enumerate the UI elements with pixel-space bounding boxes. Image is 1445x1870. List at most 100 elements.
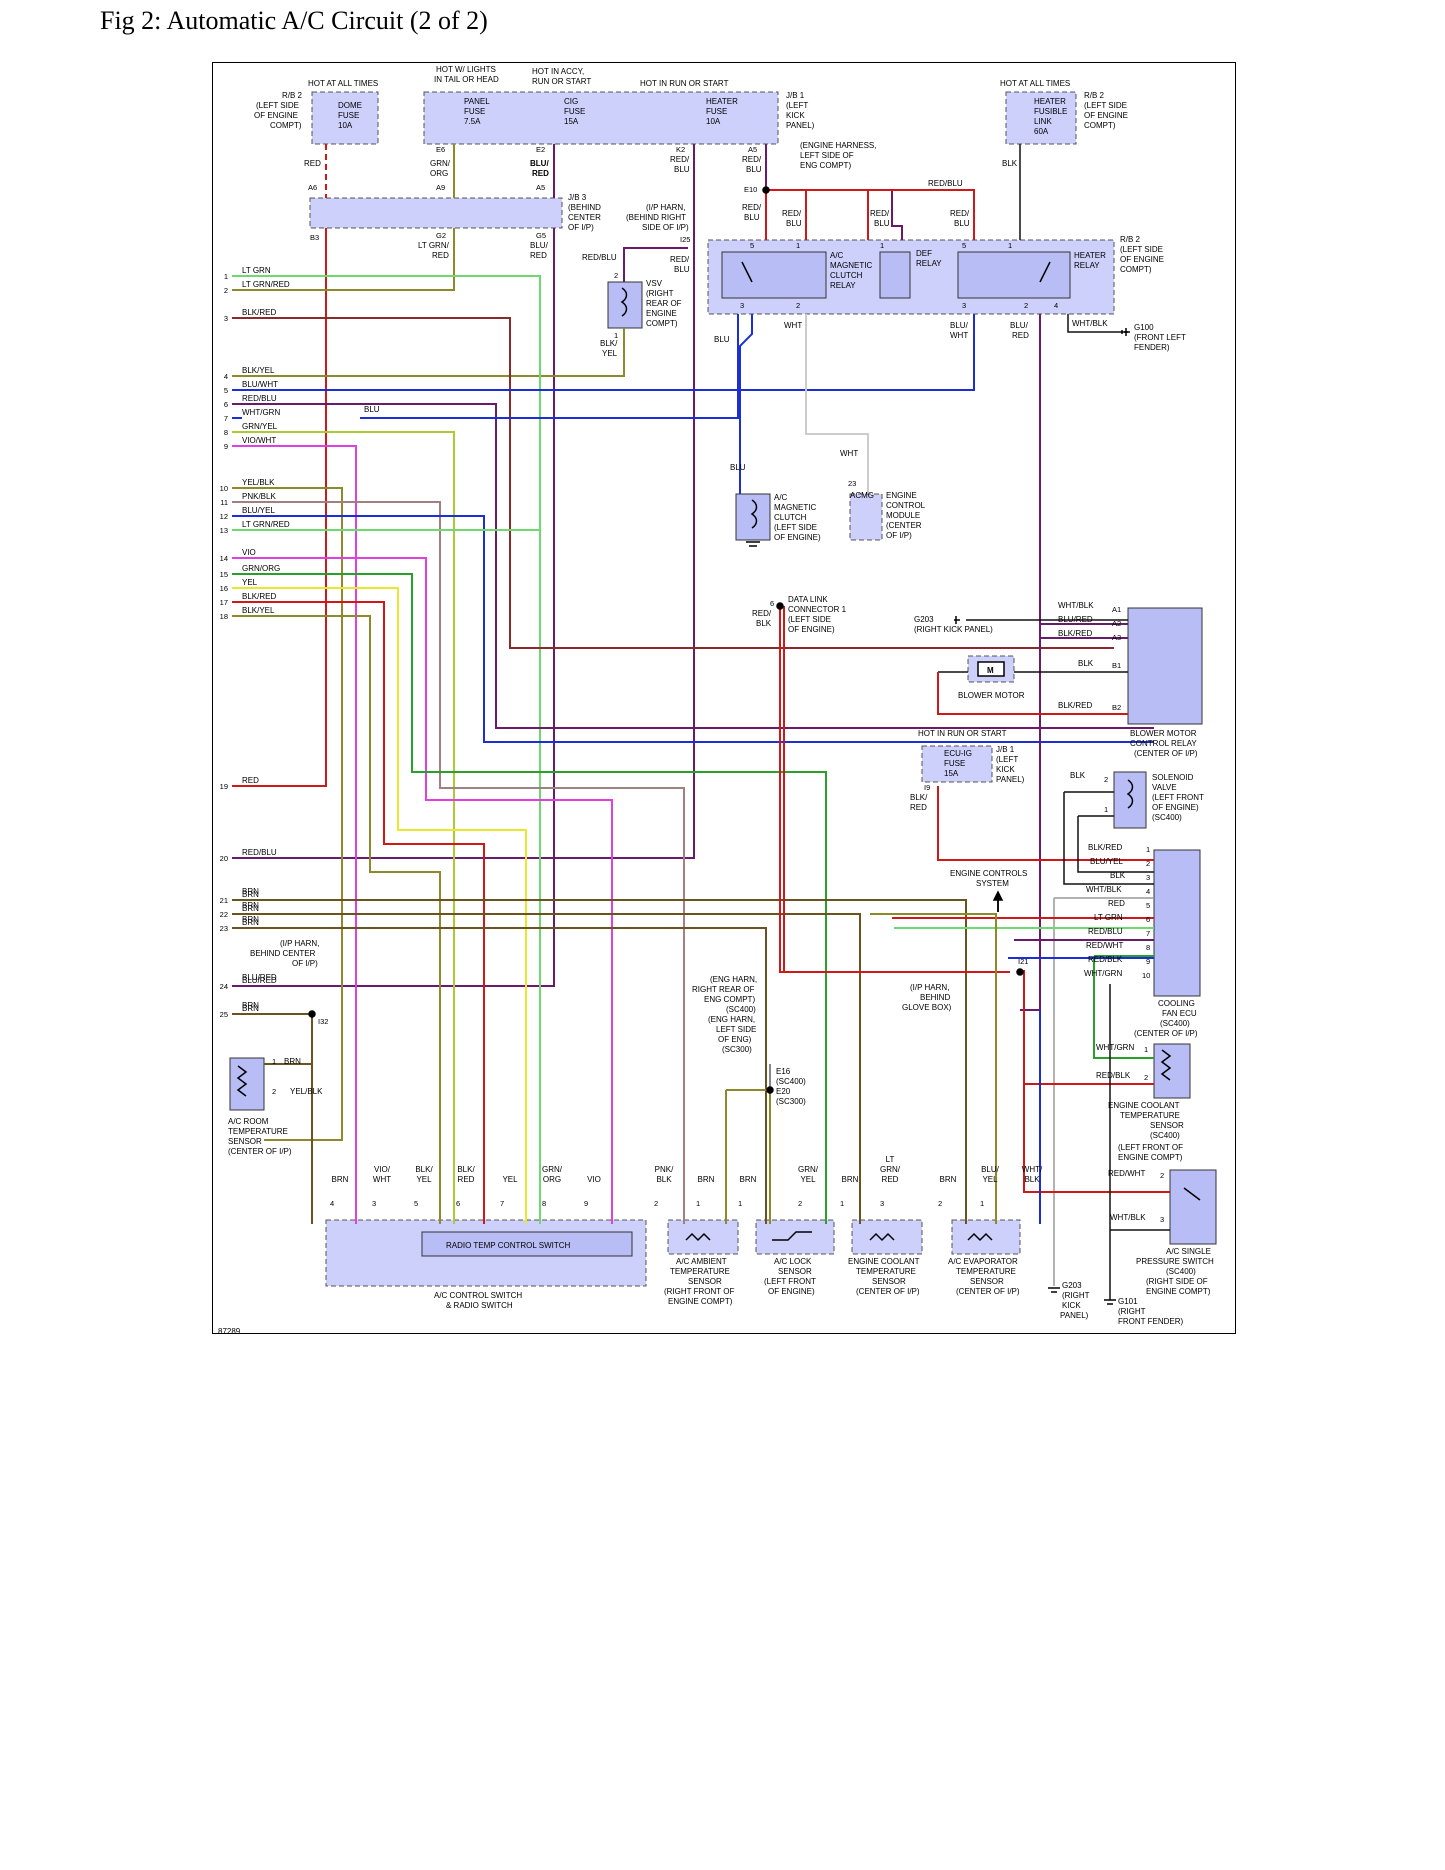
switch-wire-label: BRN xyxy=(332,1175,349,1184)
wl-vsv-blk-1: YEL xyxy=(602,349,618,358)
panel-0: PANEL xyxy=(464,97,490,106)
hfl-0: HEATER xyxy=(1034,97,1066,106)
wl-fan-5: RED xyxy=(1108,899,1125,908)
ectb-0: ENGINE COOLANT xyxy=(848,1257,920,1266)
hot-all-right: HOT AT ALL TIMES xyxy=(1000,79,1070,88)
splice-i21 xyxy=(1016,968,1024,976)
dlc-3: OF ENGINE) xyxy=(788,625,835,634)
acrelay-1: MAGNETIC xyxy=(830,261,872,270)
sensor-wire-label: BLU/ xyxy=(981,1165,1000,1174)
left-pin-number: 7 xyxy=(224,414,228,423)
wl-room-2: YEL/BLK xyxy=(290,1087,323,1096)
wl-fan-4: WHT/BLK xyxy=(1086,885,1122,894)
wl-b2: BLK/RED xyxy=(1058,701,1092,710)
g203-top-0: G203 xyxy=(914,615,934,624)
ehn-2: ENG COMPT) xyxy=(704,995,755,1004)
hot-run-start-2: HOT IN RUN OR START xyxy=(918,729,1007,738)
wl-brn-22: BRN xyxy=(242,901,259,910)
wl-bw-1: WHT xyxy=(950,331,968,340)
press-0: A/C SINGLE xyxy=(1166,1247,1211,1256)
sensor-wire-pin: 3 xyxy=(880,1199,884,1208)
splice-e10 xyxy=(762,186,770,194)
thermistor-ect-icon xyxy=(1160,1049,1172,1081)
panel-1: FUSE xyxy=(464,107,485,116)
cig-0: CIG xyxy=(564,97,578,106)
mp-fan-8: 8 xyxy=(1146,943,1150,952)
eng-harn-1: LEFT SIDE OF xyxy=(800,151,854,160)
wl-fan-6: LT GRN xyxy=(1094,913,1123,922)
conn-6: 6 xyxy=(770,599,774,608)
jb3-3: OF I/P) xyxy=(568,223,594,232)
sensor-wire-pin: 2 xyxy=(938,1199,942,1208)
left-pin-number: 20 xyxy=(220,854,228,863)
ectb-1: TEMPERATURE xyxy=(856,1267,916,1276)
rb2-left-2: OF ENGINE xyxy=(254,111,298,120)
mp-fan-9: 9 xyxy=(1146,957,1150,966)
rp-1a: 1 xyxy=(796,241,800,250)
wl-red-a6: RED xyxy=(304,159,321,168)
sensor-wire-label: YEL xyxy=(982,1175,998,1184)
left-pin-number: 6 xyxy=(224,400,228,409)
ect-3: (SC400) xyxy=(1150,1131,1180,1140)
acrelay-3: RELAY xyxy=(830,281,856,290)
ect-4: (LEFT FRONT OF xyxy=(1118,1143,1183,1152)
sol-2: (LEFT FRONT xyxy=(1152,793,1204,802)
mp-vsv-1: 1 xyxy=(614,331,618,340)
left-pin-number: 5 xyxy=(224,386,228,395)
heater-fuse-1: FUSE xyxy=(706,107,727,116)
relay-switch-icon xyxy=(741,261,1201,1201)
hot-lights-2: IN TAIL OR HEAD xyxy=(434,75,499,84)
hfl-3: 60A xyxy=(1034,127,1049,136)
sensor-wire-pin: 2 xyxy=(798,1199,802,1208)
room-2: SENSOR xyxy=(228,1137,262,1146)
rb2-rt-2: OF ENGINE xyxy=(1084,111,1128,120)
rp-4: 4 xyxy=(1054,301,1058,310)
mp-fan-6: 6 xyxy=(1146,915,1150,924)
g101-1: (RIGHT xyxy=(1118,1307,1146,1316)
motor-icon xyxy=(977,661,1005,677)
ecm-3: (CENTER xyxy=(886,521,922,530)
wl-bw-0: BLU/ xyxy=(950,321,969,330)
vsv-0: VSV xyxy=(646,279,663,288)
wire-routing xyxy=(232,144,1170,1300)
wl-room-1: BRN xyxy=(284,1057,301,1066)
ect-bottom-box xyxy=(851,1219,923,1255)
wl-grn-org-0: GRN/ xyxy=(430,159,451,168)
switch-wire-pin: 4 xyxy=(330,1199,334,1208)
ipc-0: (I/P HARN, xyxy=(280,939,319,948)
conn-i21: I21 xyxy=(1018,957,1028,966)
lock-0: A/C LOCK xyxy=(774,1257,812,1266)
component-boxes xyxy=(229,91,1217,1287)
switch-wire-pin: 5 xyxy=(414,1199,418,1208)
switch-wire-labels: BRN4VIO/WHT3BLK/YEL5BLK/RED6YEL7GRN/ORG8… xyxy=(330,1165,601,1208)
blower-relay-0: BLOWER MOTOR xyxy=(1130,729,1197,738)
dlc-0: DATA LINK xyxy=(788,595,828,604)
wl-wht-ecm: WHT xyxy=(840,449,858,458)
left-pin-wire-label: LT GRN/RED xyxy=(242,280,290,289)
eng-harn-2: ENG COMPT) xyxy=(800,161,851,170)
conn-a5-jb3: A5 xyxy=(536,183,545,192)
ambient-sensor-box xyxy=(667,1219,739,1255)
sol-0: SOLENOID xyxy=(1152,773,1194,782)
left-pin-number: 13 xyxy=(220,526,228,535)
vsv-4: COMPT) xyxy=(646,319,678,328)
rb2-rm-3: COMPT) xyxy=(1120,265,1152,274)
switch-wire-label: VIO xyxy=(587,1175,601,1184)
sensor-wire-label: BRN xyxy=(842,1175,859,1184)
wl-k2-1: BLU xyxy=(674,165,690,174)
heater-fuse-2: 10A xyxy=(706,117,721,126)
acrelay-2: CLUTCH xyxy=(830,271,863,280)
mp-a3: A3 xyxy=(1112,633,1121,642)
ground-symbols xyxy=(236,186,1201,1305)
arrow-up-icon xyxy=(992,890,1004,901)
page-title: Fig 2: Automatic A/C Circuit (2 of 2) xyxy=(100,6,488,35)
amb-3: (RIGHT FRONT OF xyxy=(664,1287,734,1296)
g203b-3: PANEL) xyxy=(1060,1311,1089,1320)
thermistor-ect-bottom-icon xyxy=(869,1232,895,1242)
sensor-wire-label: BLK xyxy=(656,1175,672,1184)
wl-g100: WHT/BLK xyxy=(1072,319,1108,328)
left-pin-number: 10 xyxy=(220,484,228,493)
wl-brn-23: BRN xyxy=(242,915,259,924)
conn-a5-top: A5 xyxy=(748,145,757,154)
